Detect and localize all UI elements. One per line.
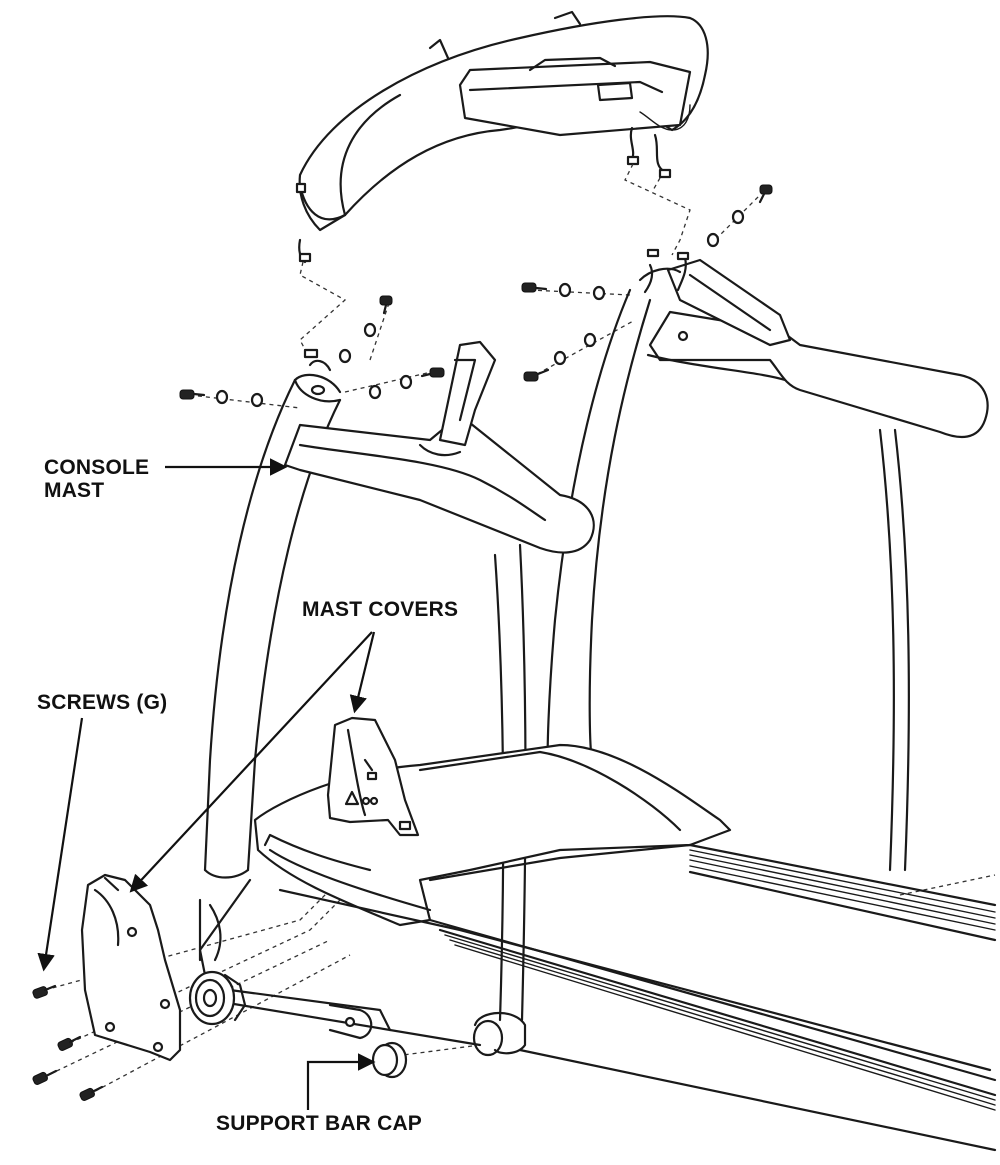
washer <box>731 209 745 225</box>
console-head <box>295 10 709 264</box>
hardware-fasteners <box>32 184 773 1102</box>
console-mast-label-line2: MAST <box>44 479 105 502</box>
mast-cover-rear <box>326 716 420 837</box>
screw-g <box>57 1035 82 1052</box>
washer <box>399 374 413 390</box>
screws-g-arrow <box>37 717 84 972</box>
mast-cover-arrow-front <box>129 631 373 893</box>
screw <box>179 389 206 400</box>
wire-routes <box>41 163 996 1096</box>
support-bar-cap-part <box>371 1041 408 1079</box>
screw <box>521 282 548 293</box>
screws-g-label: SCREWS (G) <box>37 691 168 714</box>
washer <box>250 392 264 408</box>
mast-cover-front <box>80 873 182 1062</box>
washer <box>338 348 352 364</box>
screw <box>523 368 550 382</box>
washer <box>583 332 597 348</box>
washer <box>558 282 572 298</box>
screw-g <box>32 1069 58 1086</box>
console-mast-label: CONSOLE MAST <box>44 456 149 502</box>
right-console-mast <box>546 248 989 872</box>
left-console-mast <box>203 340 595 1057</box>
callout-arrows <box>37 458 376 1110</box>
support-bar-cap-label: SUPPORT BAR CAP <box>216 1112 423 1135</box>
washer <box>215 389 229 405</box>
washer <box>553 350 567 366</box>
screw-g <box>79 1085 104 1102</box>
support-bar-cap-arrow <box>306 1053 376 1110</box>
screw <box>420 367 445 378</box>
washer <box>363 322 377 338</box>
mast-covers-label: MAST COVERS <box>302 598 459 621</box>
washer <box>706 232 720 248</box>
washer <box>368 384 382 400</box>
washer <box>592 285 606 301</box>
screw-g <box>32 984 57 999</box>
treadmill-deck <box>188 743 997 1152</box>
screw <box>758 184 773 204</box>
screw <box>379 295 393 315</box>
console-mast-label-line1: CONSOLE <box>44 456 150 479</box>
mast-cover-arrow-rear <box>349 631 376 714</box>
